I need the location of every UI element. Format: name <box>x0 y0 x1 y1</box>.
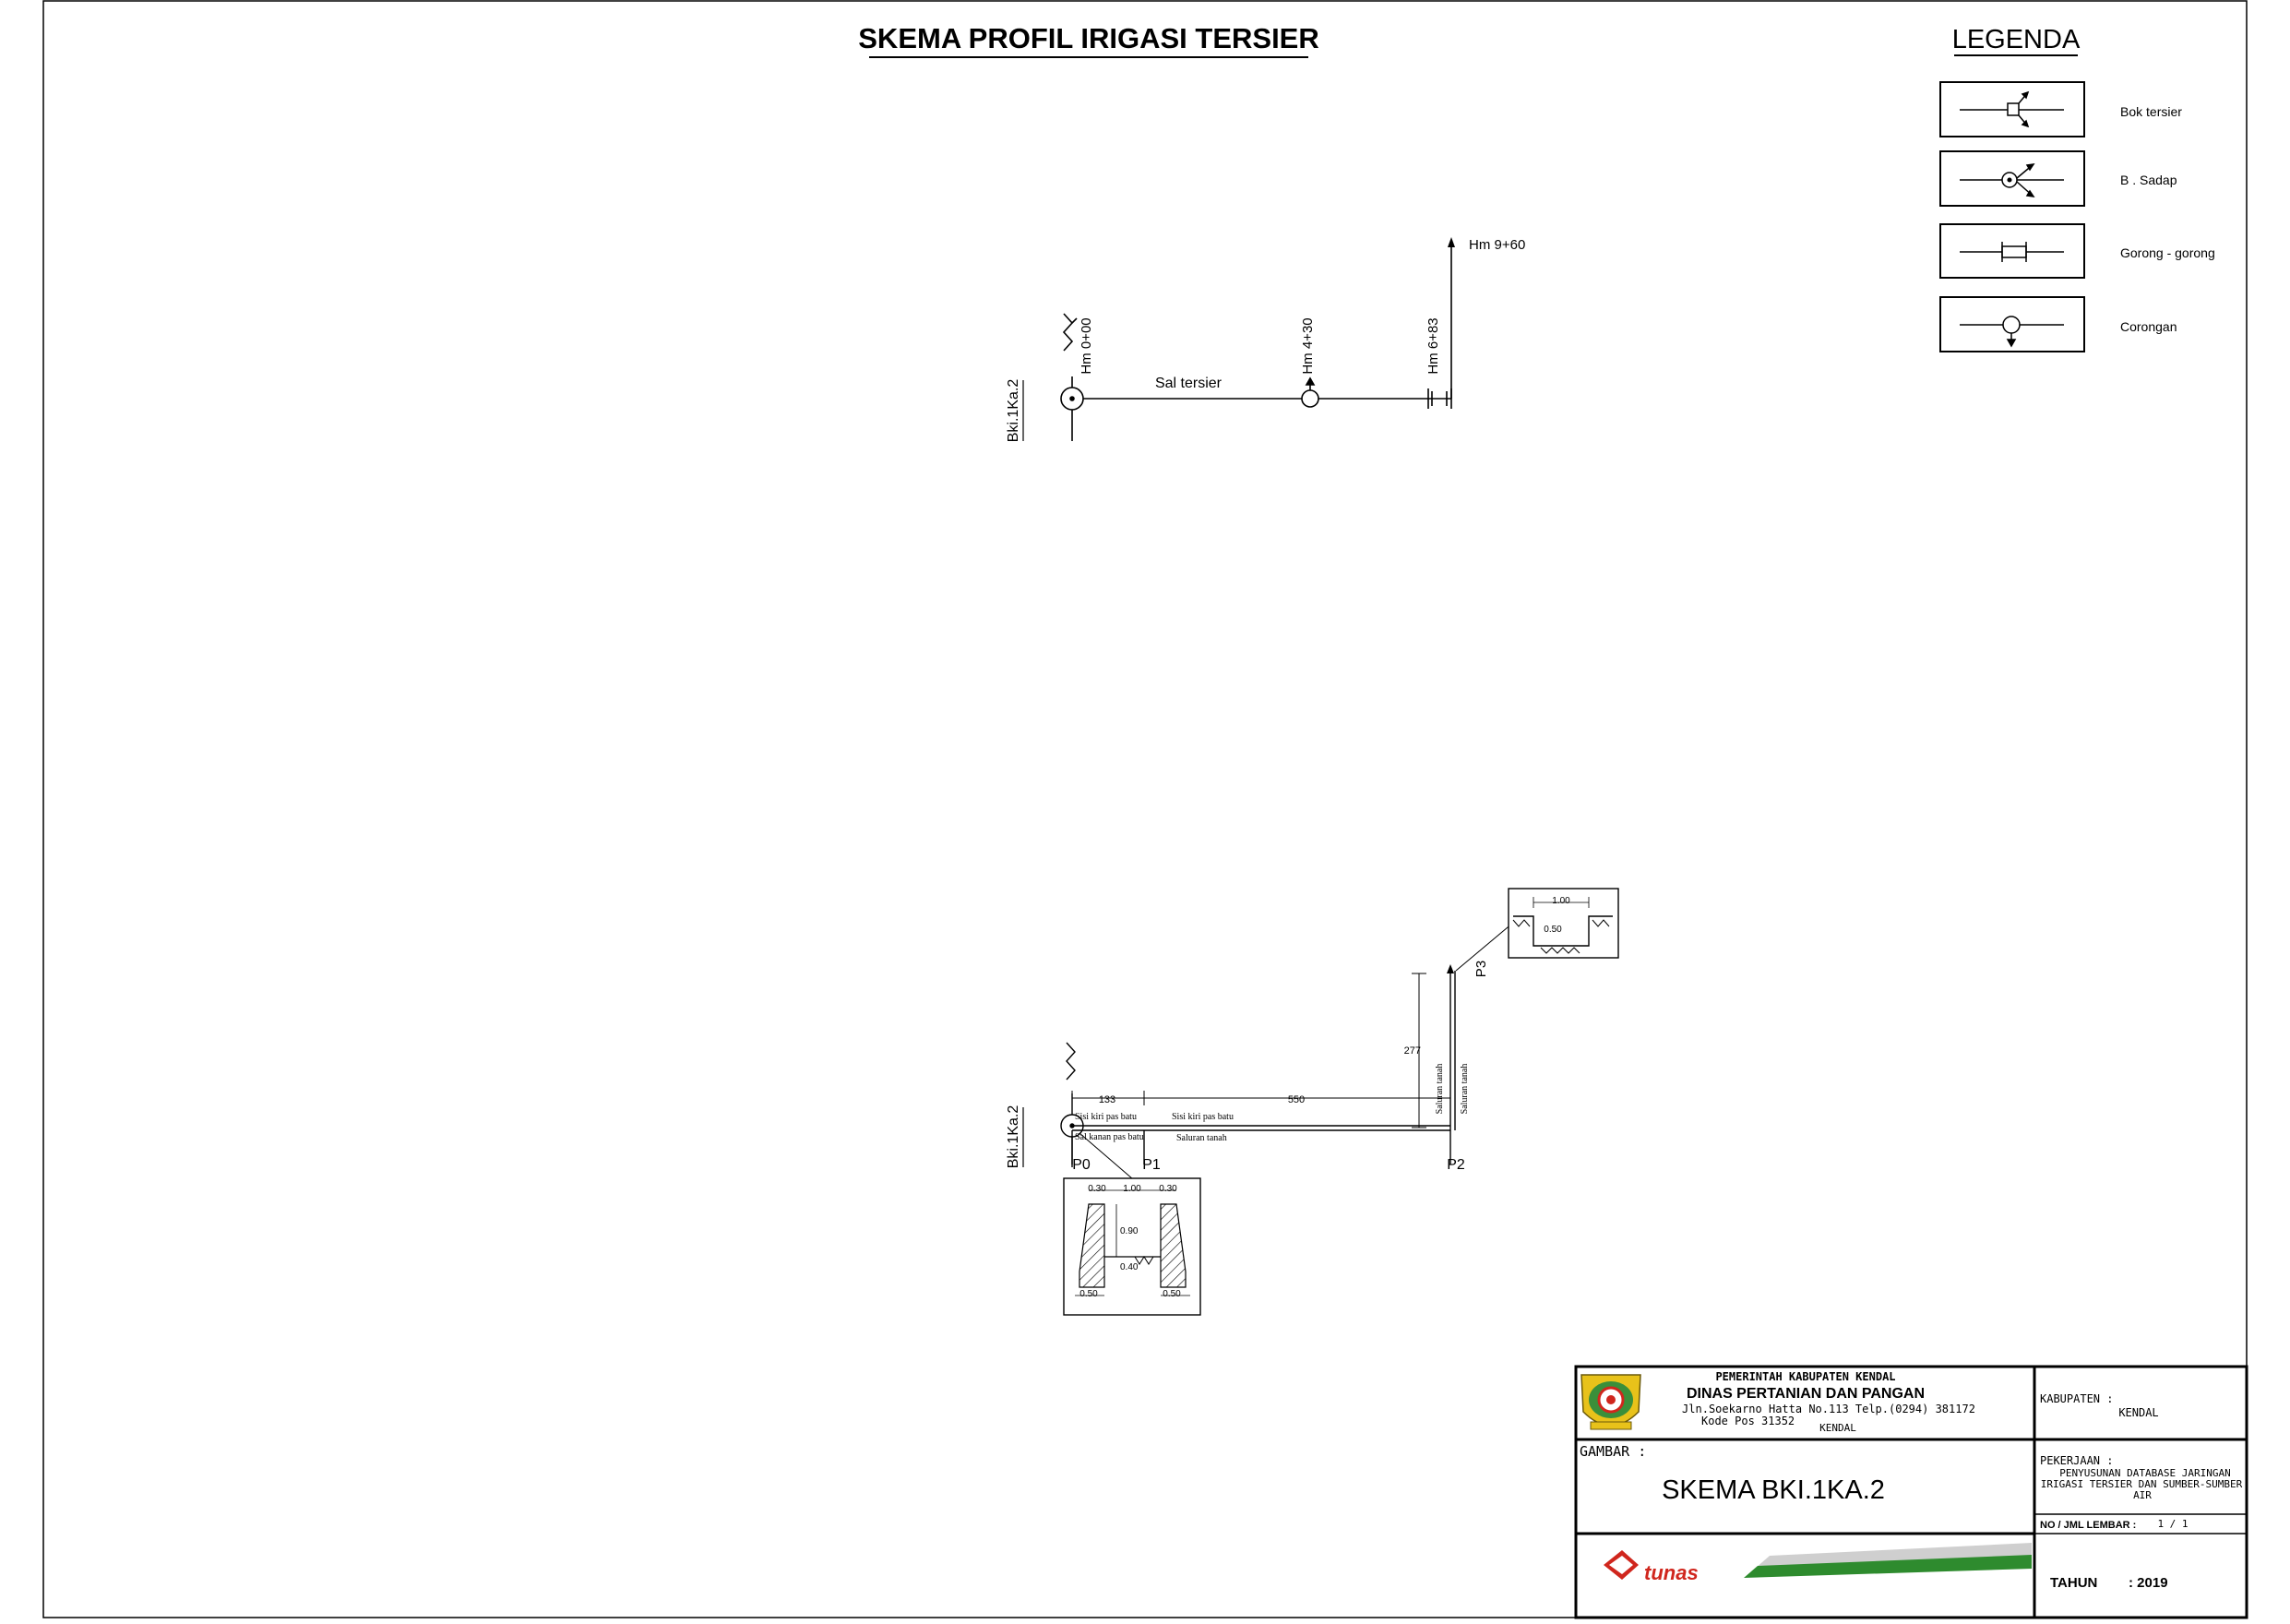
tb-lembar-value: 1 / 1 <box>2157 1518 2188 1530</box>
tunas-logo-text: tunas <box>1644 1561 1699 1584</box>
earth-cross-section: 1.00 0.50 <box>1508 888 1619 959</box>
channel-profile <box>1060 922 1514 1180</box>
label-saluran-tanah: Saluran tanah <box>1176 1133 1227 1143</box>
tb-tahun-value: : 2019 <box>2129 1575 2168 1591</box>
tb-agency: DINAS PERTANIAN DAN PANGAN <box>1687 1386 1925 1402</box>
tb-pekerjaan-line1: PENYUSUNAN DATABASE JARINGAN <box>2059 1467 2230 1479</box>
dim-top-right: 0.30 <box>1159 1184 1177 1194</box>
leader-to-masonry-section <box>1079 1132 1134 1180</box>
dimension-277: 277 <box>1404 1045 1421 1057</box>
masonry-cross-section: 0.30 1.00 0.30 0.90 0.40 0.50 0.50 <box>1063 1177 1201 1316</box>
tb-postcode: Kode Pos 31352 <box>1701 1415 1795 1427</box>
legend-item-bok-tersier: Bok tersier <box>1939 81 2182 137</box>
point-p3: P3 <box>1473 961 1489 977</box>
label-sal-kanan-1: Sal kanan pas batu <box>1075 1132 1144 1142</box>
title-block: PEMERINTAH KABUPATEN KENDAL DINAS PERTAN… <box>1574 1365 2248 1619</box>
label-vertical-saluran-tanah-1: Saluran tanah <box>1435 1064 1445 1115</box>
tb-kabupaten-value: KENDAL <box>2118 1406 2158 1419</box>
bangunan-sadap-icon <box>1960 163 2064 197</box>
dimension-550: 550 <box>1288 1094 1305 1105</box>
legend-box <box>1939 150 2085 207</box>
legend-box <box>1939 81 2085 137</box>
sal-tersier-label: Sal tersier <box>1155 376 1223 391</box>
intake-dot <box>1069 396 1075 401</box>
dim-depth-value: 0.50 <box>1544 925 1562 935</box>
tb-pekerjaan-line3: AIR <box>2133 1489 2152 1501</box>
station-hm-4-30: Hm 4+30 <box>1300 317 1316 374</box>
profile-water-zigzag-icon <box>1066 1042 1076 1081</box>
tb-govt: PEMERINTAH KABUPATEN KENDAL <box>1715 1370 1895 1383</box>
dimension-133: 133 <box>1099 1094 1115 1105</box>
leader-to-earth-section <box>1455 922 1514 972</box>
legend-box <box>1939 223 2085 279</box>
label-sisi-kiri-1: Sisi kiri pas batu <box>1075 1112 1137 1122</box>
tertiary-scheme <box>1060 237 1455 441</box>
soil-mark <box>1592 919 1610 927</box>
legend-item-bangunan-sadap: B . Sadap <box>1939 150 2177 207</box>
corongan-icon <box>1960 316 2064 348</box>
zigzag-tick <box>1071 317 1078 324</box>
legend-label: Gorong - gorong <box>2120 245 2215 260</box>
left-wall-hatch <box>1079 1203 1105 1288</box>
profile-channel-name: Bki.1Ka.2 <box>1006 1105 1021 1169</box>
earth-profile <box>1513 915 1613 947</box>
dim-top-width: 1.00 <box>1123 1184 1141 1194</box>
label-vertical-saluran-tanah-2: Saluran tanah <box>1460 1064 1470 1115</box>
kendal-crest-logo <box>1580 1374 1641 1430</box>
tb-city: KENDAL <box>1819 1422 1856 1434</box>
station-hm-6-83: Hm 6+83 <box>1425 317 1441 374</box>
point-p1: P1 <box>1142 1157 1161 1173</box>
dim-foot-left-value: 0.50 <box>1079 1289 1098 1299</box>
soil-mark <box>1512 919 1531 927</box>
dim-top-left: 0.30 <box>1088 1184 1106 1194</box>
dim-height-value: 0.90 <box>1120 1226 1139 1236</box>
legend-item-gorong-gorong: Gorong - gorong <box>1939 223 2215 279</box>
legend-label: Corongan <box>2120 319 2177 334</box>
profile-end-arrow-icon <box>1447 964 1454 973</box>
legend-item-corongan: Corongan <box>1939 296 2177 352</box>
tb-pekerjaan-label: PEKERJAAN : <box>2040 1454 2113 1467</box>
end-arrow-icon <box>1448 237 1455 247</box>
tb-tahun-label: TAHUN <box>2050 1575 2097 1591</box>
tb-kabupaten-label: KABUPATEN : <box>2040 1392 2113 1405</box>
station-hm-9-60: Hm 9+60 <box>1469 237 1525 253</box>
title-block-frame <box>1574 1365 2248 1619</box>
gorong-gorong-icon <box>1960 242 2064 262</box>
water-source-zigzag-icon <box>1062 313 1074 352</box>
bok-tersier-icon <box>1960 90 2064 128</box>
sheet-frame <box>42 0 2248 1618</box>
legend-label: B . Sadap <box>2120 173 2177 187</box>
tb-gambar-value: SKEMA BKI.1KA.2 <box>1662 1475 1885 1505</box>
tb-pekerjaan-line2: IRIGASI TERSIER DAN SUMBER-SUMBER <box>2041 1478 2243 1490</box>
tunas-logo: tunas <box>1580 1542 2032 1616</box>
dim-bottom-value: 0.40 <box>1120 1262 1139 1272</box>
main-title: SKEMA PROFIL IRIGASI TERSIER <box>858 22 1319 54</box>
corongan-arrow <box>1305 376 1316 386</box>
tb-address: Jln.Soekarno Hatta No.113 Telp.(0294) 38… <box>1682 1403 1975 1415</box>
right-wall-hatch <box>1160 1203 1187 1288</box>
tb-lembar-label: NO / JML LEMBAR : <box>2040 1520 2136 1531</box>
legend-box <box>1939 296 2085 352</box>
dim-width-value: 1.00 <box>1552 896 1570 906</box>
legend-label: Bok tersier <box>2120 104 2182 119</box>
point-p2: P2 <box>1447 1157 1465 1173</box>
bed-soil-mark <box>1134 1256 1154 1265</box>
legend: LEGENDA Bok tersier <box>1939 25 2215 352</box>
label-sisi-kiri-2: Sisi kiri pas batu <box>1172 1112 1234 1122</box>
dim-foot-right-value: 0.50 <box>1163 1289 1181 1299</box>
scheme-channel-name: Bki.1Ka.2 <box>1006 379 1021 443</box>
station-hm-0-00: Hm 0+00 <box>1079 317 1094 374</box>
legend-heading: LEGENDA <box>1952 25 2081 54</box>
corongan-hm430-icon <box>1301 389 1319 408</box>
point-p0: P0 <box>1072 1157 1091 1173</box>
bed-soil-mark <box>1540 947 1580 954</box>
tb-gambar-label: GAMBAR : <box>1580 1443 1646 1460</box>
